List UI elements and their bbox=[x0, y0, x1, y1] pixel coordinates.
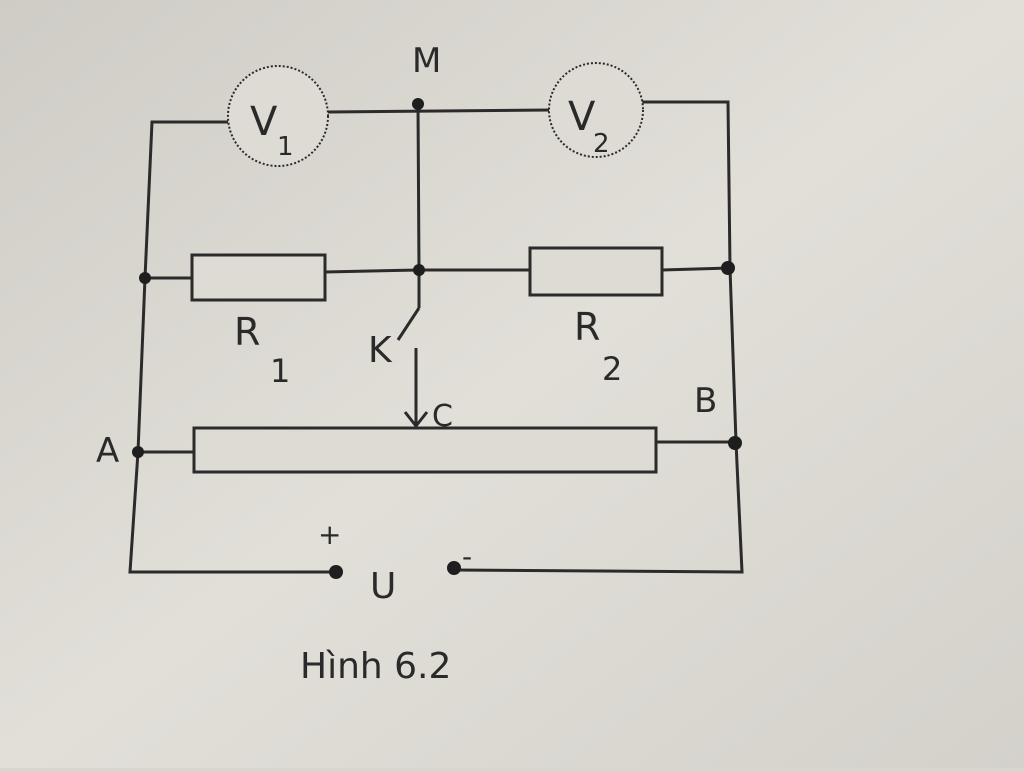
label-resistor-2: R bbox=[574, 305, 600, 349]
label-a: A bbox=[96, 431, 119, 471]
voltmeter-1-label: V bbox=[250, 99, 278, 145]
node-left-r1 bbox=[139, 272, 151, 284]
junction-nodes bbox=[132, 98, 742, 579]
wire-v1-left bbox=[143, 120, 228, 279]
wire-b-to-minus bbox=[454, 441, 744, 574]
source-plus-terminal bbox=[329, 565, 343, 579]
voltmeter-2-label: V bbox=[568, 94, 596, 140]
wire-m-vertical bbox=[416, 103, 421, 271]
label-resistor-1-subscript: 1 bbox=[270, 352, 290, 390]
node-mid bbox=[413, 264, 425, 276]
wire-v1-v2 bbox=[327, 108, 551, 114]
switch-blade bbox=[396, 307, 421, 341]
voltmeter-2-circle bbox=[548, 62, 644, 158]
label-m: M bbox=[412, 41, 441, 81]
node-right-r2 bbox=[721, 261, 735, 275]
wire-r1-mid bbox=[324, 268, 420, 274]
voltmeter-1: V 1 bbox=[227, 65, 329, 167]
wire-r2-right bbox=[661, 266, 731, 272]
label-source: U bbox=[370, 566, 396, 607]
label-switch: K bbox=[368, 330, 393, 371]
wire-left-rail bbox=[136, 277, 147, 453]
wires bbox=[128, 100, 744, 574]
node-a bbox=[132, 446, 144, 458]
label-c: C bbox=[432, 399, 453, 434]
label-resistor-2-subscript: 2 bbox=[602, 350, 622, 388]
label-resistor-1: R bbox=[234, 310, 260, 354]
node-b bbox=[728, 436, 742, 450]
wire-a-to-plus bbox=[128, 451, 335, 574]
resistor-1 bbox=[190, 253, 327, 302]
voltmeter-1-subscript: 1 bbox=[277, 132, 294, 162]
wire-right-rail bbox=[728, 267, 738, 443]
voltmeter-1-circle bbox=[227, 65, 329, 167]
slider-arrow bbox=[403, 411, 429, 429]
label-plus: + bbox=[318, 518, 341, 551]
node-m bbox=[412, 98, 424, 110]
labels: M A B C R 1 R 2 K + - U Hình 6.2 bbox=[96, 41, 717, 687]
figure-caption: Hình 6.2 bbox=[300, 646, 451, 687]
label-b: B bbox=[694, 381, 717, 421]
source-minus-terminal bbox=[447, 561, 461, 575]
voltmeter-2: V 2 bbox=[548, 62, 644, 159]
rheostat bbox=[192, 426, 658, 474]
wire-v2-right bbox=[642, 100, 732, 269]
label-minus: - bbox=[462, 540, 472, 573]
voltmeter-2-subscript: 2 bbox=[593, 129, 610, 159]
resistor-2 bbox=[528, 246, 664, 297]
